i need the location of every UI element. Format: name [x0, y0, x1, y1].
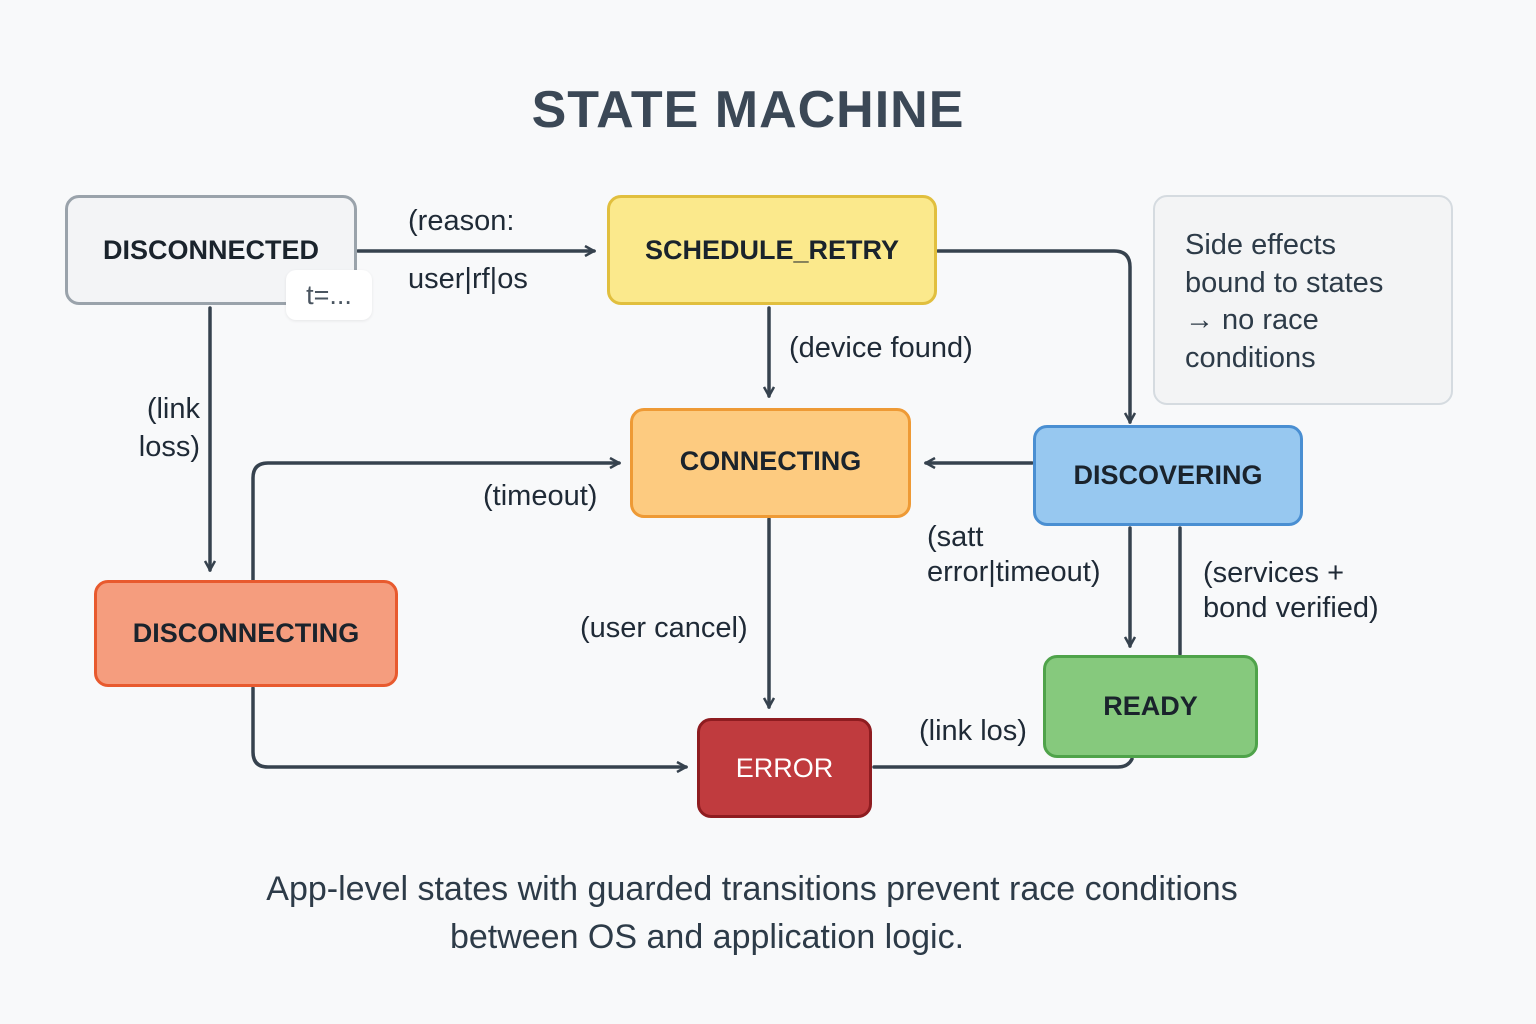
state-disconnecting[interactable]: DISCONNECTING	[94, 580, 398, 687]
state-schedule-retry-label: SCHEDULE_RETRY	[644, 234, 900, 265]
state-discovering[interactable]: DISCOVERING	[1033, 425, 1303, 526]
edge-disconnecting-error	[251, 686, 686, 767]
transition-label-reason-values: user|rf|os	[408, 263, 528, 295]
transition-label-reason: (reason:	[408, 205, 515, 237]
transition-label-user-cancel: (user cancel)	[580, 612, 748, 644]
state-ready-label: READY	[1103, 691, 1198, 721]
diagram-caption: App-level states with guarded transition…	[266, 870, 1238, 956]
state-error-label: ERROR	[735, 752, 834, 783]
state-disconnecting-label: DISCONNECTING	[132, 618, 360, 648]
transition-label-link-loss: (link loss)	[138, 393, 200, 463]
edge-ready-error	[872, 757, 1134, 769]
state-error[interactable]: ERROR	[697, 718, 872, 818]
state-discovering-label: DISCOVERING	[1073, 460, 1263, 490]
transition-label-services-verified: (services + bond verified)	[1203, 557, 1379, 625]
state-connecting[interactable]: CONNECTING	[630, 408, 911, 518]
state-connecting-label: CONNECTING	[679, 445, 862, 476]
transition-label-link-los: (link los)	[919, 715, 1027, 747]
state-ready[interactable]: READY	[1043, 655, 1258, 758]
transition-label-gatt-error: (satt error|timeout)	[927, 521, 1101, 589]
timer-badge: t=...	[286, 270, 372, 320]
diagram-title: STATE MACHINE	[531, 81, 965, 139]
edge-schedule-retry-discovering	[936, 249, 1130, 422]
transition-label-device-found: (device found)	[789, 332, 973, 364]
side-effects-note: Side effects bound to states → no race c…	[1153, 195, 1453, 405]
state-schedule-retry[interactable]: SCHEDULE_RETRY	[607, 195, 937, 305]
transition-label-timeout: (timeout)	[483, 480, 598, 512]
state-disconnected-label: DISCONNECTED	[102, 234, 319, 265]
edge-disconnecting-connecting	[251, 463, 619, 582]
